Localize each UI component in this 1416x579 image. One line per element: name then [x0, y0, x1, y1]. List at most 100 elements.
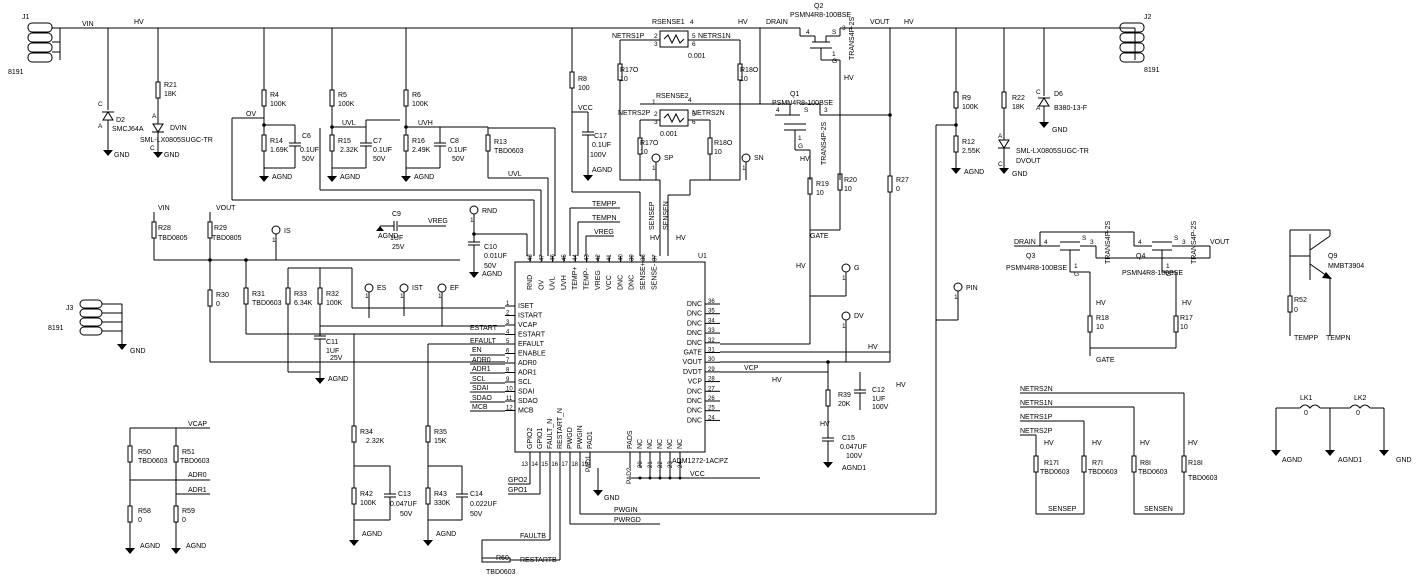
svg-text:1UF: 1UF: [390, 235, 403, 242]
svg-text:1: 1: [438, 293, 442, 300]
ic-u1: U1 ADM1272-1ACPZ: [514, 253, 729, 465]
svg-text:G: G: [832, 58, 837, 65]
svg-text:0.1UF: 0.1UF: [592, 142, 611, 149]
ic-pin-name: VOUT: [683, 359, 703, 366]
svg-text:0.047UF: 0.047UF: [840, 444, 867, 451]
svg-text:HV: HV: [772, 377, 782, 384]
ic-pin-num: 26: [708, 396, 715, 402]
svg-text:RSENSE1: RSENSE1: [652, 19, 685, 26]
svg-text:SENSEN: SENSEN: [663, 201, 670, 230]
svg-text:G: G: [1166, 271, 1171, 278]
ic-pin-num: 32: [708, 338, 715, 344]
svg-text:SP: SP: [664, 155, 674, 162]
svg-text:25V: 25V: [392, 244, 405, 251]
ic-pin-name: SENSE-: [651, 263, 658, 290]
svg-text:0.001: 0.001: [660, 131, 678, 138]
ic-pin-num: 16: [551, 462, 558, 468]
ic-pin-num: 36: [708, 299, 715, 305]
svg-text:8191: 8191: [48, 325, 64, 332]
ic-pin-name: VCC: [606, 275, 613, 290]
ic-pin-num: 5: [506, 339, 510, 345]
ic-pin-num: 4: [506, 330, 510, 336]
svg-text:50V: 50V: [400, 511, 413, 518]
ic-pin-num: 3: [506, 320, 510, 326]
svg-text:50V: 50V: [470, 511, 483, 518]
svg-text:R58: R58: [138, 508, 151, 515]
ic-pin-name: EFAULT: [518, 341, 545, 348]
svg-text:3: 3: [824, 107, 828, 114]
svg-text:AGND: AGND: [140, 543, 160, 550]
ic-pin-num: 37: [652, 254, 658, 261]
svg-text:PIN: PIN: [966, 285, 978, 292]
svg-text:PAD2: PAD2: [626, 467, 633, 484]
svg-text:A: A: [1036, 105, 1041, 112]
svg-text:100V: 100V: [872, 404, 889, 411]
svg-text:NETRS2N: NETRS2N: [1020, 386, 1053, 393]
svg-text:GND: GND: [130, 348, 146, 355]
svg-text:NETRS1P: NETRS1P: [1020, 414, 1053, 421]
svg-text:VCP: VCP: [744, 365, 759, 372]
ic-pin-num: 43: [585, 254, 591, 261]
svg-text:6.34K: 6.34K: [294, 300, 313, 307]
svg-text:R6: R6: [412, 92, 421, 99]
svg-text:PSMN4R8-100BSE: PSMN4R8-100BSE: [790, 12, 851, 19]
ic-pin-num: 24: [678, 461, 684, 468]
ic-pin-num: 28: [708, 377, 715, 383]
svg-text:10: 10: [844, 186, 852, 193]
svg-text:UVL: UVL: [508, 171, 522, 178]
svg-text:J3: J3: [66, 305, 74, 312]
svg-text:1: 1: [1074, 263, 1078, 270]
resistor-r21: R21 18K A DVIN SML-LX0805SUGC-TR C GND: [140, 28, 213, 159]
ic-pin-num: 34: [708, 318, 715, 324]
svg-text:R8I: R8I: [1140, 460, 1151, 467]
j1-part: 8191: [8, 69, 24, 76]
testpoint-sn: SN 1: [741, 153, 764, 180]
svg-text:A: A: [152, 113, 157, 120]
svg-text:0: 0: [182, 517, 186, 524]
svg-text:VCC: VCC: [578, 105, 593, 112]
ic-pin-name: ESTART: [518, 332, 546, 339]
ic-pin-name: GPIO2: [527, 427, 534, 449]
svg-text:SML-LX0805SUGC-TR: SML-LX0805SUGC-TR: [140, 137, 213, 144]
svg-text:C: C: [98, 101, 103, 108]
ic-pin-name: DNC: [687, 340, 702, 347]
svg-text:C9: C9: [392, 211, 401, 218]
testpoint-pin: PIN 1: [936, 282, 978, 321]
connector-j1: J1 8191: [8, 14, 53, 76]
ic-pin-name: OV: [538, 280, 545, 290]
svg-text:G: G: [798, 143, 803, 150]
ic-pin-name: DNC: [687, 301, 702, 308]
ic-right-nets: HV VCP HV R39 20K C12 1UF 100V HV HV C15…: [720, 296, 906, 472]
ic-pin-num: 33: [708, 328, 715, 334]
ic-pin-num: 19: [581, 462, 588, 468]
svg-text:AGND: AGND: [186, 543, 206, 550]
r28-r29: VIN VOUT R28 TBD0805 R29 TBD0805 R30 0: [151, 205, 505, 363]
svg-text:C: C: [150, 145, 155, 152]
vreg-c9: C9 VREG AGND 1UF 25V: [376, 211, 448, 251]
svg-text:Q9: Q9: [1328, 253, 1337, 260]
svg-text:2.32K: 2.32K: [366, 438, 385, 445]
svg-text:VOUT: VOUT: [216, 205, 236, 212]
svg-text:HV: HV: [1182, 300, 1192, 307]
svg-text:C8: C8: [450, 138, 459, 145]
svg-text:ADR0: ADR0: [472, 357, 491, 364]
ic-pin-num: 30: [708, 357, 715, 363]
svg-text:R28: R28: [158, 225, 171, 232]
svg-text:RSENSE2: RSENSE2: [656, 93, 689, 100]
ic-pin-name: DNC: [687, 311, 702, 318]
svg-text:DRAIN: DRAIN: [766, 19, 788, 26]
svg-text:100K: 100K: [360, 500, 377, 507]
svg-text:SN: SN: [754, 155, 764, 162]
svg-text:R32: R32: [326, 291, 339, 298]
svg-text:2.49K: 2.49K: [412, 147, 431, 154]
svg-text:G: G: [854, 265, 859, 272]
svg-text:HV: HV: [650, 235, 660, 242]
svg-text:AGND: AGND: [414, 174, 434, 181]
svg-text:1: 1: [652, 99, 656, 106]
ic-pin-name: VREG: [595, 270, 602, 290]
svg-text:R17O: R17O: [620, 67, 639, 74]
svg-text:NETRS2N: NETRS2N: [692, 110, 725, 117]
svg-text:AGND1: AGND1: [1338, 457, 1362, 464]
